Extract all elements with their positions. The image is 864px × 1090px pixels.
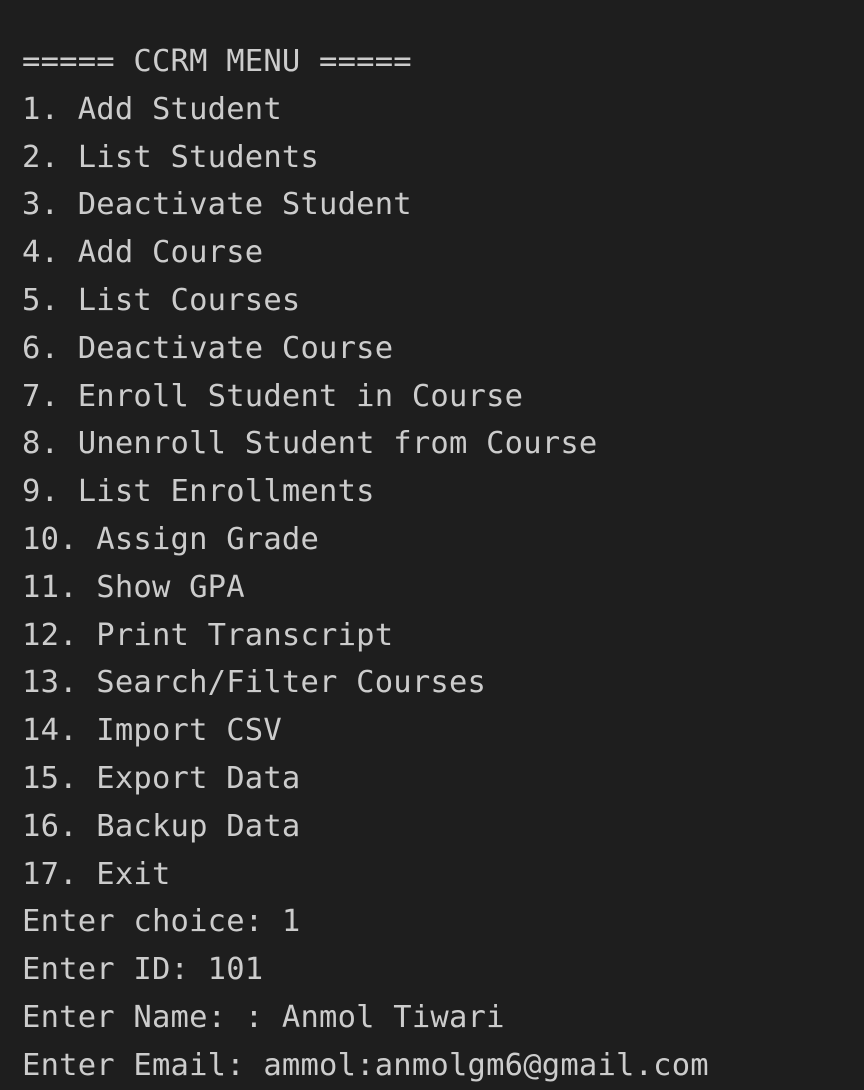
email-value: ammol:anmolgm6@gmail.com [263, 1047, 709, 1083]
menu-item-search-filter-courses: 13. Search/Filter Courses [22, 665, 487, 701]
menu-item-deactivate-student: 3. Deactivate Student [22, 187, 412, 223]
choice-prompt: Enter choice: [22, 904, 282, 940]
menu-item-unenroll-student: 8. Unenroll Student from Course [22, 426, 598, 462]
menu-item-exit: 17. Exit [22, 856, 171, 892]
menu-item-print-transcript: 12. Print Transcript [22, 617, 394, 653]
name-prompt: Enter Name: : [22, 999, 282, 1035]
email-prompt: Enter Email: [22, 1047, 264, 1083]
menu-item-list-students: 2. List Students [22, 139, 320, 175]
menu-header: ===== CCRM MENU ===== [22, 44, 412, 79]
menu-item-list-enrollments: 9. List Enrollments [22, 474, 375, 510]
menu-item-add-student: 1. Add Student [22, 91, 282, 127]
menu-item-enroll-student: 7. Enroll Student in Course [22, 378, 524, 414]
email-input-line: Enter Email: ammol:anmolgm6@gmail.com [22, 1042, 864, 1090]
choice-value: 1 [281, 904, 301, 940]
name-value: Anmol Tiwari [281, 999, 505, 1035]
menu-item-backup-data: 16. Backup Data [22, 808, 301, 844]
menu-item-deactivate-course: 6. Deactivate Course [22, 330, 394, 366]
id-prompt: Enter ID: [22, 952, 208, 988]
menu-item-show-gpa: 11. Show GPA [22, 569, 245, 605]
name-input-line: Enter Name: : Anmol Tiwari [22, 994, 864, 1042]
id-value: 101 [207, 952, 264, 988]
id-input-line: Enter ID: 101 [22, 946, 864, 994]
menu-item-assign-grade: 10. Assign Grade [22, 521, 320, 557]
menu-item-add-course: 4. Add Course [22, 235, 264, 271]
choice-input-line: Enter choice: 1 [22, 898, 864, 946]
menu-item-import-csv: 14. Import CSV [22, 713, 282, 749]
menu-item-export-data: 15. Export Data [22, 760, 301, 796]
menu-item-list-courses: 5. List Courses [22, 282, 301, 318]
